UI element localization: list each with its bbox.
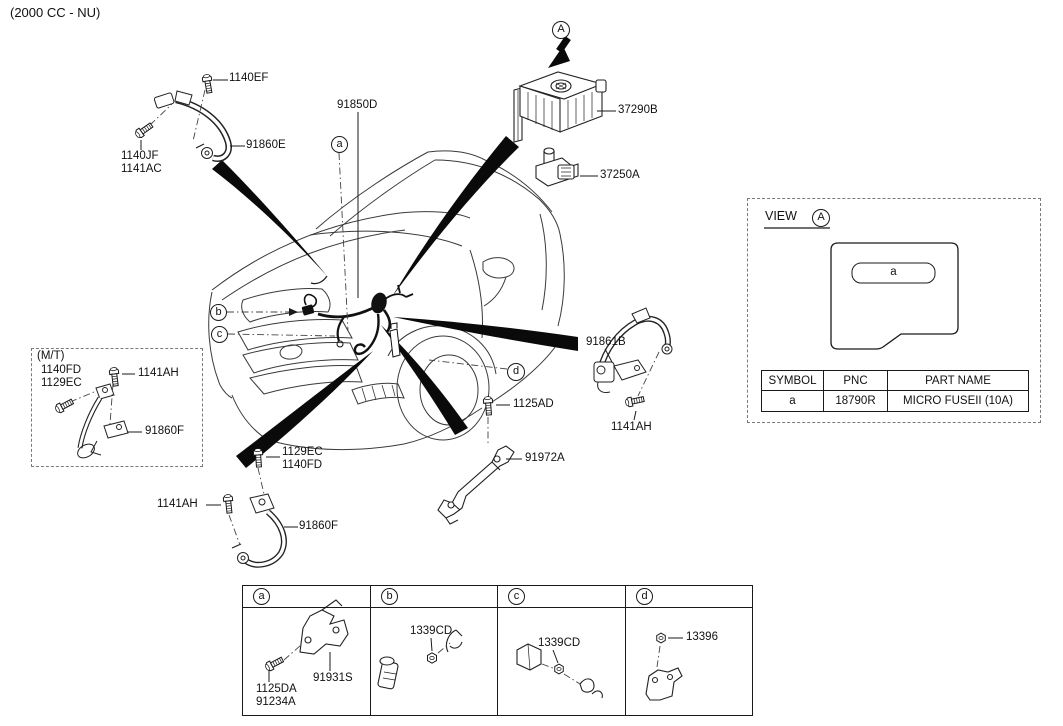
view-box-title: VIEW [765,209,797,223]
part-91860F-mt [77,383,129,459]
view-symbol-table: SYMBOL PNC PART NAME a 18790R MICRO FUSE… [761,370,1029,412]
callout-1140JF: 1140JF [121,150,159,162]
part-37250A [535,147,579,187]
cell-a-label-bolt: 1125DA 91234A [256,683,297,709]
view-table-partname: MICRO FUSEII (10A) [887,390,1029,412]
fuse-slot-label: a [890,266,897,278]
harness-91850D [301,284,414,358]
callout-1141AH-lower: 1141AH [157,498,198,510]
callout-1141AC: 1141AC [121,163,162,175]
pointer-strokes [212,136,578,468]
view-table-header-symbol: SYMBOL [761,370,824,391]
part-91972A [437,445,515,525]
callout-1129EC-1140FD: 1129EC 1140FD [282,446,323,472]
detail-table: a b c d [242,585,753,716]
part-91860E [153,90,232,162]
detail-header-a: a [242,585,371,608]
cell-a-label-1125DA: 1125DA [256,683,297,695]
cell-a-label-91234A: 91234A [256,696,296,708]
marker-A: A [552,21,570,39]
callout-91860F-lower: 91860F [299,520,339,532]
part-91860F-lower [231,493,287,568]
marker-c: c [211,326,228,343]
callout-1140JF-1141AC: 1140JF 1141AC [121,150,162,176]
view-a-box [747,198,1041,423]
mt-callout-1140FD-1129EC: 1140FD 1129EC [41,364,82,390]
callout-91850D: 91850D [337,99,378,111]
mt-callout-1141AH: 1141AH [138,367,179,379]
callout-91972A: 91972A [525,452,565,464]
mt-callout-1129EC: 1129EC [41,377,82,389]
detail-header-d: d [625,585,753,608]
bolt-icon-1140JF [133,120,155,140]
view-marker-A: A [812,209,830,227]
cell-b-label-1339CD: 1339CD [410,625,453,637]
part-37290B [513,71,607,143]
callout-1125AD: 1125AD [513,398,554,410]
callout-1140FD: 1140FD [282,459,323,471]
mt-callout-91860F: 91860F [145,425,185,437]
marker-b: b [210,304,227,321]
view-table-header-pnc: PNC [823,370,888,391]
detail-header-b: b [370,585,498,608]
detail-marker-a: a [253,588,270,605]
detail-marker-c: c [508,588,525,605]
view-fuse-shape [830,242,959,350]
detail-marker-d: d [636,588,653,605]
bolt-icon-1125AD [482,395,494,416]
view-table-pnc: 18790R [823,390,888,412]
cell-c-label-1339CD: 1339CD [538,637,581,649]
cell-a-label-91931S: 91931S [313,672,353,684]
bolt-icon-1141AH-lower [222,493,235,514]
callout-37250A: 37250A [600,169,640,181]
part-91861B [593,307,673,393]
view-table-symbol: a [761,390,824,412]
callout-1141AH-right: 1141AH [611,421,652,433]
mt-box-label: (M/T) [37,350,65,362]
detail-header-c: c [497,585,626,608]
callout-37290B: 37290B [618,104,658,116]
diagram-title: (2000 CC - NU) [10,5,101,20]
bolt-icon-1140EF [201,73,215,95]
mt-callout-1140FD: 1140FD [41,364,82,376]
mt-option-box [31,348,203,467]
callout-91861B: 91861B [586,336,626,348]
view-table-header-partname: PART NAME [887,370,1029,391]
car-outline [208,150,565,451]
b-arrowhead-icon [289,308,298,316]
detail-marker-b: b [381,588,398,605]
marker-d: d [507,363,525,381]
callout-1129EC: 1129EC [282,446,323,458]
stroke-tip-hook [310,275,328,285]
view-arrow-icon [548,36,571,68]
callout-91860E: 91860E [246,139,286,151]
callout-1140EF: 1140EF [229,72,269,84]
cell-d-label-13396: 13396 [686,631,718,643]
bolt-icon-1141AH-right [624,394,646,408]
marker-a: a [331,136,348,153]
